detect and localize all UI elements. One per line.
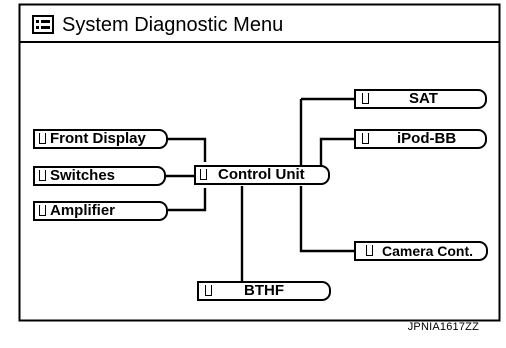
front-display-button[interactable]: Front Display: [33, 129, 168, 149]
camera-cont-label: Camera Cont.: [382, 243, 474, 259]
folder-tab-icon: [39, 205, 46, 216]
sat-button[interactable]: SAT: [354, 89, 487, 109]
front-display-label: Front Display: [50, 130, 146, 147]
bthf-button[interactable]: BTHF: [197, 281, 331, 301]
connector-lines: [166, 97, 354, 282]
amplifier-label: Amplifier: [50, 202, 116, 219]
control-unit-button[interactable]: Control Unit: [194, 165, 330, 185]
ipod-bb-button[interactable]: iPod-BB: [354, 129, 487, 149]
folder-tab-icon: [362, 133, 369, 144]
switches-label: Switches: [50, 167, 116, 184]
control-unit-label: Control Unit: [218, 166, 305, 183]
ipod-bb-label: iPod-BB: [397, 130, 457, 147]
folder-tab-icon: [362, 93, 369, 104]
bthf-label: BTHF: [244, 282, 284, 299]
figure-code: JPNIA1617ZZ: [407, 321, 479, 333]
switches-button[interactable]: Switches: [33, 166, 166, 186]
page-title: System Diagnostic Menu: [62, 14, 284, 36]
sat-label: SAT: [409, 90, 438, 107]
folder-tab-icon: [205, 285, 212, 296]
camera-cont-button[interactable]: Camera Cont.: [354, 241, 488, 261]
folder-tab-icon: [366, 245, 373, 256]
folder-tab-icon: [39, 170, 46, 181]
menu-list-icon: [32, 15, 54, 34]
folder-tab-icon: [200, 169, 207, 180]
folder-tab-icon: [39, 133, 46, 144]
amplifier-button[interactable]: Amplifier: [33, 201, 168, 221]
